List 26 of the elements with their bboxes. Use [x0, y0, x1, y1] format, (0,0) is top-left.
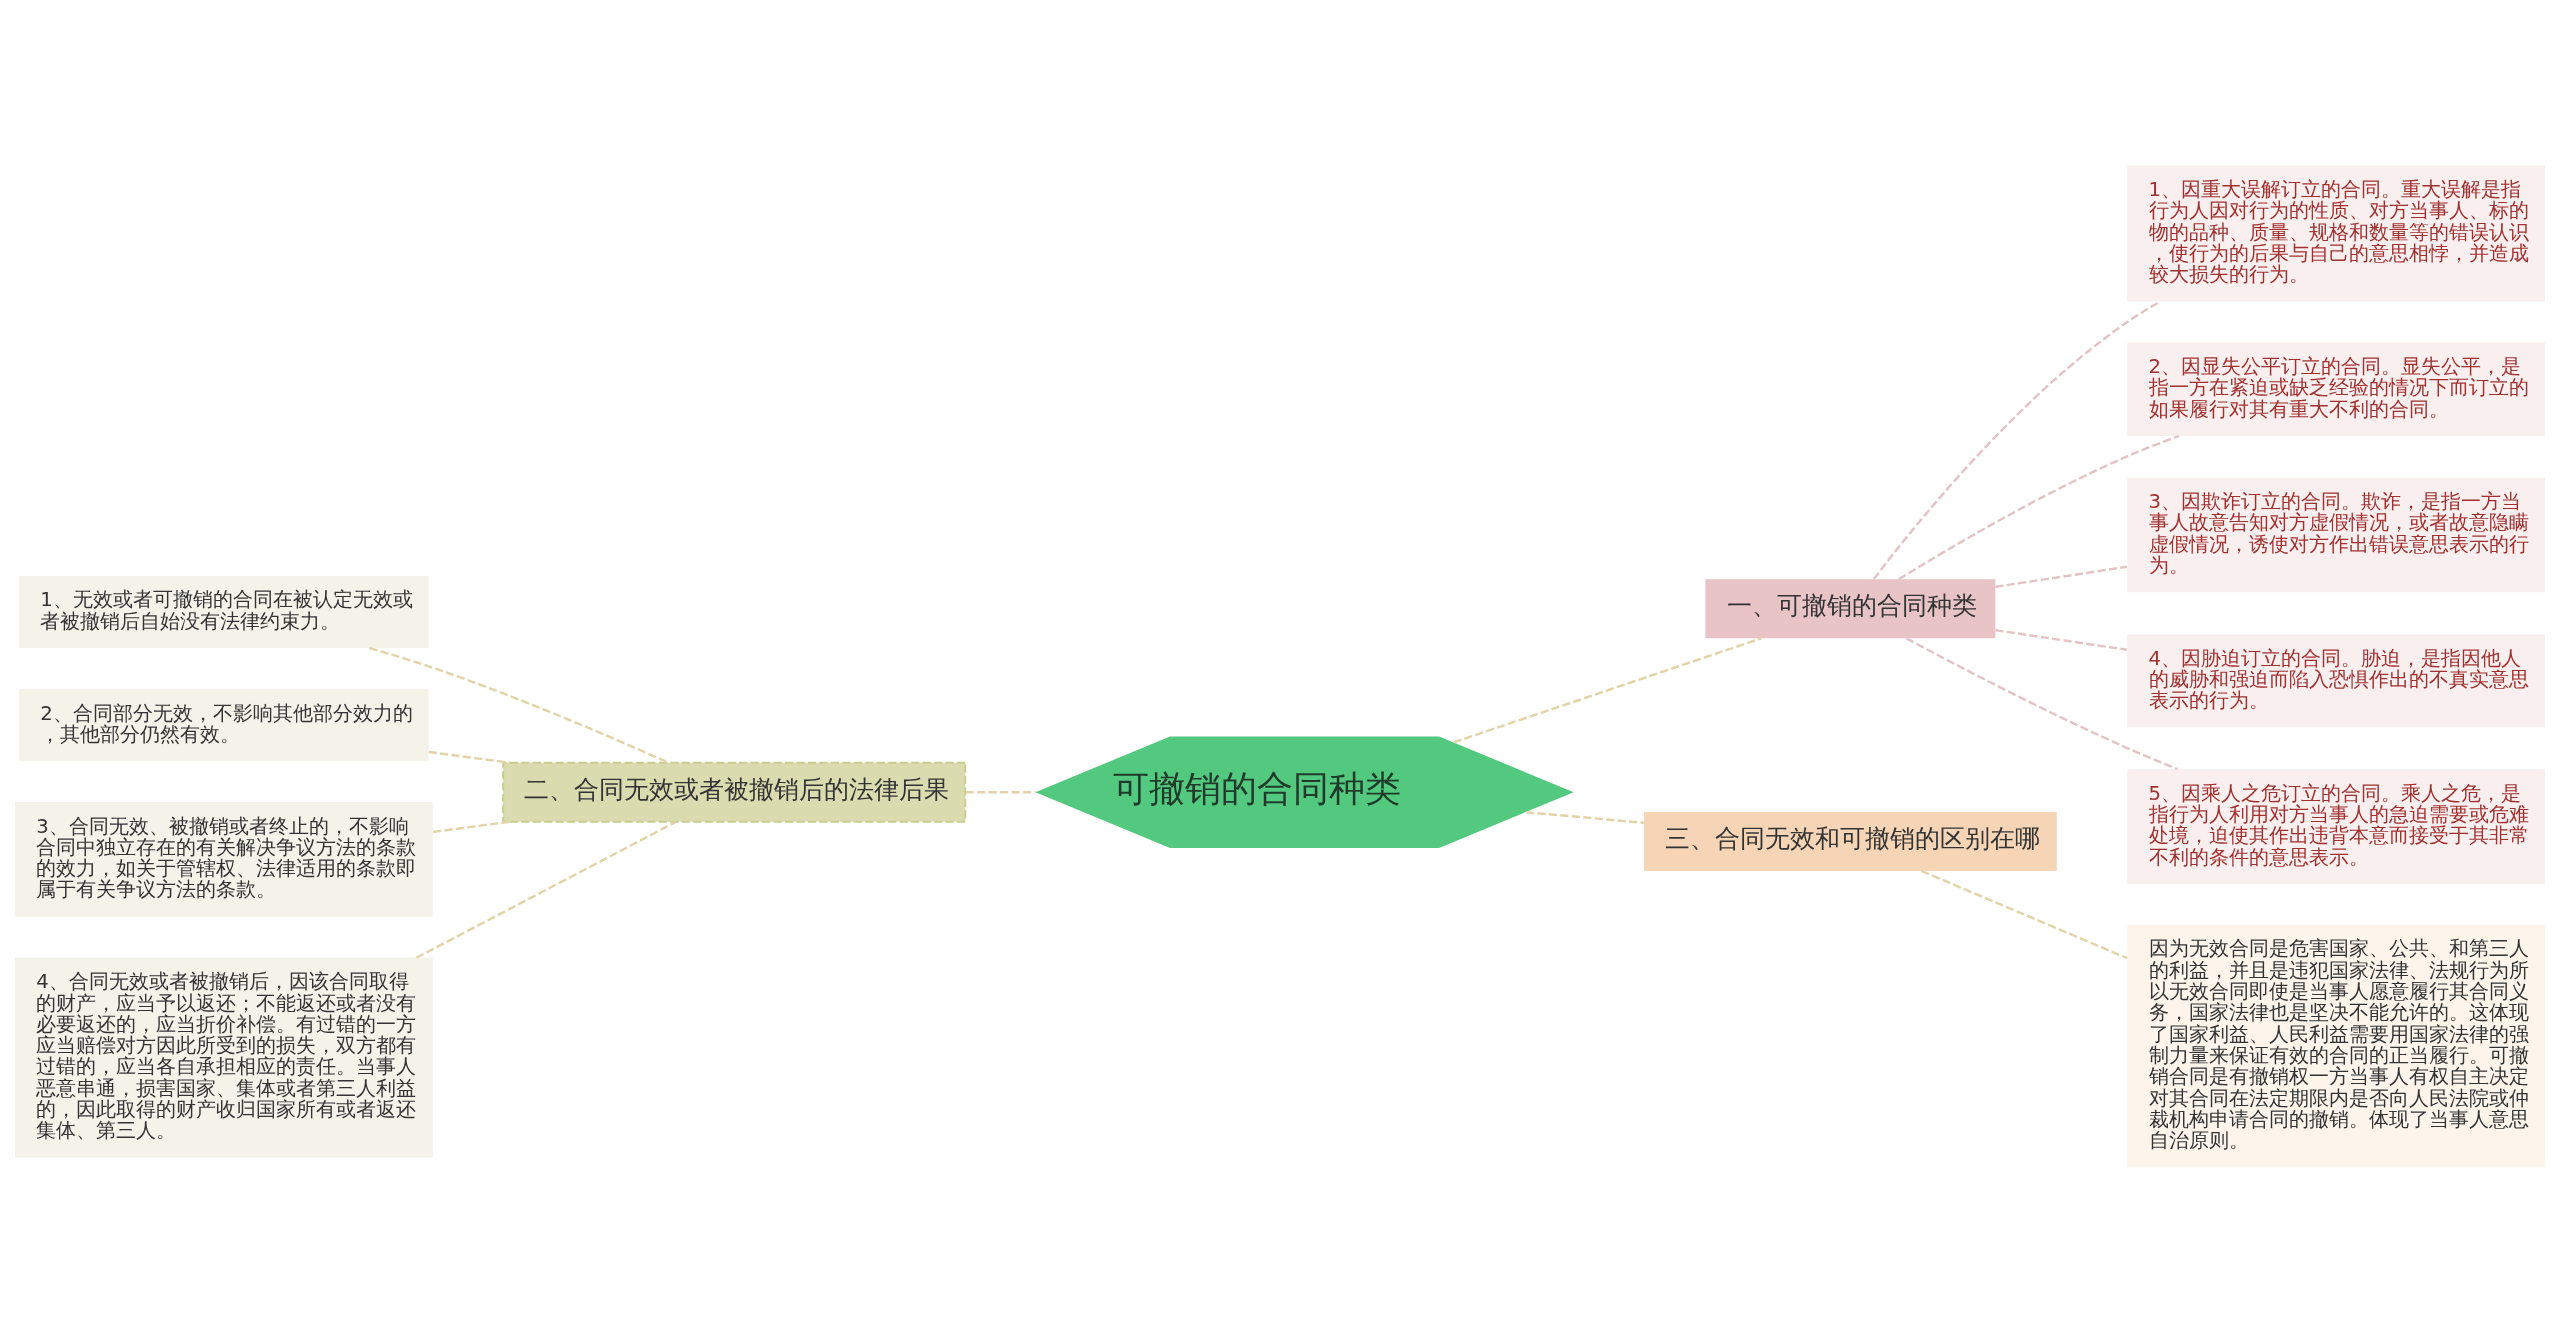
node-box: 三、合同无效和可撤销的区别在哪 [1643, 811, 2057, 871]
connector [1872, 300, 2161, 580]
node-box: 3、合同无效、被撤销或者终止的，不影响合同中独立存在的有关解决争议方法的条款的效力，如关于管辖权、法律适用的条款即属于有关争议方法的条款。 [14, 802, 433, 917]
node-box: 4、合同无效或者被撤销后，因该合同取得的财产，应当予以返还；不能返还或者没有必要返还的，应当折价补偿。有过错的一方应当赔偿对方因此所受到的损失，双方都有过错的，应当各自承担相应的责任。当事人恶意串通，损害国家、集体或者第三人利益的，因此取得的财产收归国家所有或者返还集体、第三人。 [14, 957, 433, 1158]
node-box: 一、可撤销的合同种类 [1705, 579, 1996, 639]
node-box: 3、因欺诈订立的合同。欺诈，是指一方当事人故意告知对方虚假情况，或者故意隐瞒虚假情况，诱使对方作出错误意思表示的行为。 [2127, 477, 2546, 593]
node-box: 5、因乘人之危订立的合同。乘人之危，是指行为人利用对方当事人的急迫需要或危难处境，迫使其作出违背本意而接受于其非常不利的条件的意思表示。 [2127, 769, 2546, 884]
connector [1905, 637, 2179, 771]
connector [428, 750, 510, 764]
node-box: 因为无效合同是危害国家、公共、和第三人的利益，并且是违犯国家法律、法规行为所以无效合同即使是当事人愿意履行其合同义务，国家法律也是坚决不能允许的。这体现了国家利益、人民利益需要用国家法律的强制力量来保证有效的合同的正当履行。可撤销合同是有撤销权一方当事人有权自主决定对其合同在法定期限内是否向人民法院或仲裁机构申请合同的撤销。体现了当事人意思自治原则。 [2127, 924, 2546, 1168]
node-box: 二、合同无效或者被撤销后的法律后果 [502, 761, 967, 823]
connector [1526, 810, 1644, 825]
connector [1898, 434, 2180, 581]
connector [1453, 637, 1762, 744]
connector [1995, 565, 2128, 589]
node-box: 1、无效或者可撤销的合同在被认定无效或者被撤销后自始没有法律约束力。 [19, 576, 429, 649]
connector [433, 820, 511, 834]
connector [415, 820, 677, 959]
connector [1921, 869, 2128, 960]
connector [965, 791, 1036, 794]
node-box: 1、因重大误解订立的合同。重大误解是指行为人因对行为的性质、对方当事人、标的物的品种、质量、规格和数量等的错误认识，使行为的后果与自己的意思相悖，并造成较大损失的行为。 [2127, 165, 2546, 302]
connector [369, 646, 669, 764]
node-box: 2、因显失公平订立的合同。显失公平，是指一方在紧迫或缺乏经验的情况下而订立的如果履行对其有重大不利的合同。 [2127, 342, 2546, 436]
node-box: 4、因胁迫订立的合同。胁迫，是指因他人的威胁和强迫而陷入恐惧作出的不真实意思表示的行为。 [2127, 634, 2546, 728]
node-box: 2、合同部分无效，不影响其他部分效力的，其他部分仍然有效。 [19, 689, 429, 762]
connector [1995, 628, 2128, 651]
